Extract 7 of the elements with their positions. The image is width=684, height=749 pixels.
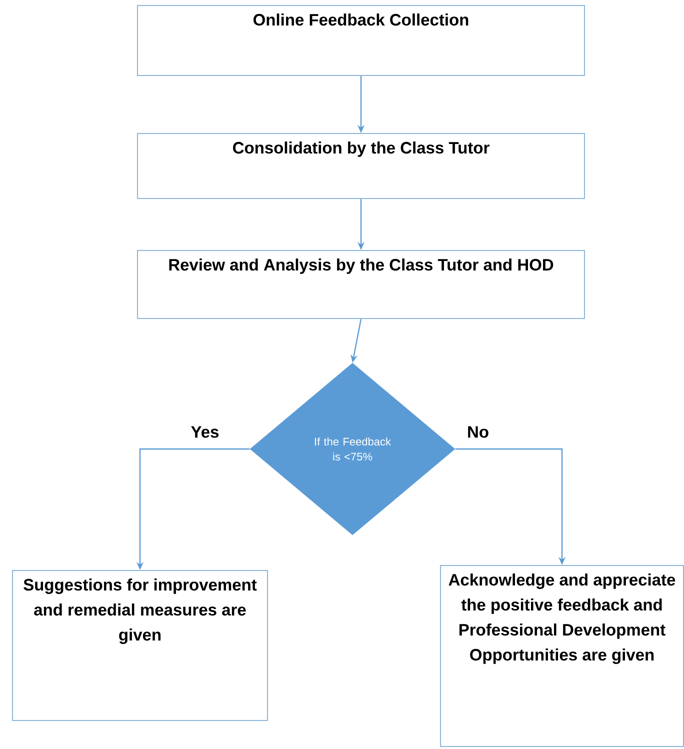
edge-label: No [466,425,490,439]
process-box: Acknowledge and appreciate the positive feedback and Professional Development Opportunities are given [440,565,684,747]
process-box: Suggestions for improvement and remedial measures are given [12,570,268,721]
process-box: Online Feedback Collection [137,5,585,76]
process-box: Consolidation by the Class Tutor [137,133,585,199]
process-box: Review and Analysis by the Class Tutor and HOD [137,250,585,319]
edge-label: Yes [190,425,220,439]
